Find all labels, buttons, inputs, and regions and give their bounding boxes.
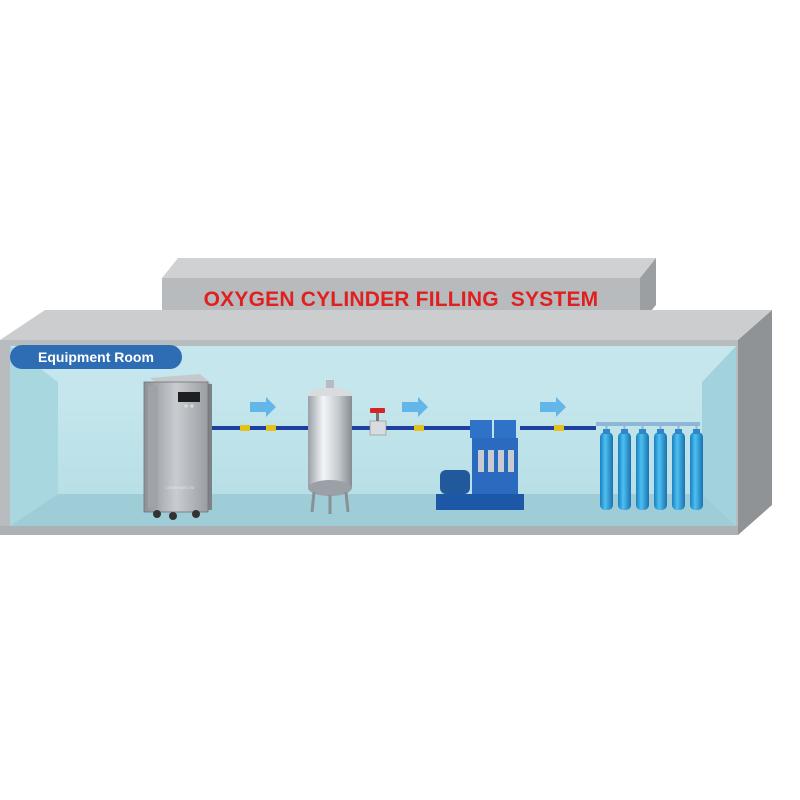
system-title: OXYGEN CYLINDER FILLING SYSTEM (204, 288, 599, 311)
oxygen-cylinder-icon (690, 424, 703, 510)
buffer-tank (308, 380, 352, 514)
oxygen-cylinder-icon (618, 424, 631, 510)
flow-arrow-icon (402, 397, 428, 417)
tank-leg (310, 491, 316, 513)
compressor-gauge (508, 450, 514, 472)
tank-body (308, 396, 352, 488)
roof-top (0, 310, 772, 340)
generator-indicator (184, 404, 188, 408)
oxygen-cylinder-icon (636, 424, 649, 510)
gas-pipeline (208, 408, 596, 436)
oxygen-cylinder-manifold (596, 422, 703, 510)
tank-top-port (326, 380, 334, 388)
pipe-fitting-rings (240, 425, 564, 431)
room-label-background (10, 345, 182, 369)
tank-leg (344, 491, 350, 513)
generator-vent-panel (148, 386, 158, 508)
room-label-badge: Equipment Room (10, 345, 182, 369)
cylinder-group (600, 424, 703, 510)
right-outer-wall (738, 310, 772, 535)
tank-bottom-dome (308, 480, 352, 496)
compressor-cylinder-head (470, 420, 492, 438)
left-inner-wall (10, 346, 58, 526)
oxygen-booster-compressor (436, 420, 524, 510)
wheel-icon (192, 510, 200, 518)
compressor-base (436, 494, 524, 510)
compressor-motor (440, 470, 470, 494)
oxygen-cylinder-icon (600, 424, 613, 510)
room-label: Equipment Room (38, 349, 154, 365)
compressor-cylinder-head (494, 420, 516, 438)
compressor-gauge (498, 450, 504, 472)
wheel-icon (153, 510, 161, 518)
oxygen-generator: LONGFIAN LTD (143, 374, 212, 520)
flow-arrow-icon (250, 397, 276, 417)
oxygen-cylinder-icon (654, 424, 667, 510)
oxygen-cylinder-icon (672, 424, 685, 510)
compressor-gauge (478, 450, 484, 472)
ceiling (10, 346, 736, 382)
flow-arrow-icon (540, 397, 566, 417)
valve-icon (369, 408, 387, 436)
title-box-side (640, 258, 656, 324)
wheel-icon (169, 512, 177, 520)
generator-display (178, 392, 200, 402)
generator-indicator (190, 404, 194, 408)
room-base (0, 526, 738, 535)
title-box-top (162, 258, 656, 278)
compressor-gauge (488, 450, 494, 472)
generator-brand-label: LONGFIAN LTD (166, 485, 195, 490)
flow-arrows (250, 397, 566, 417)
right-inner-wall (702, 346, 736, 526)
